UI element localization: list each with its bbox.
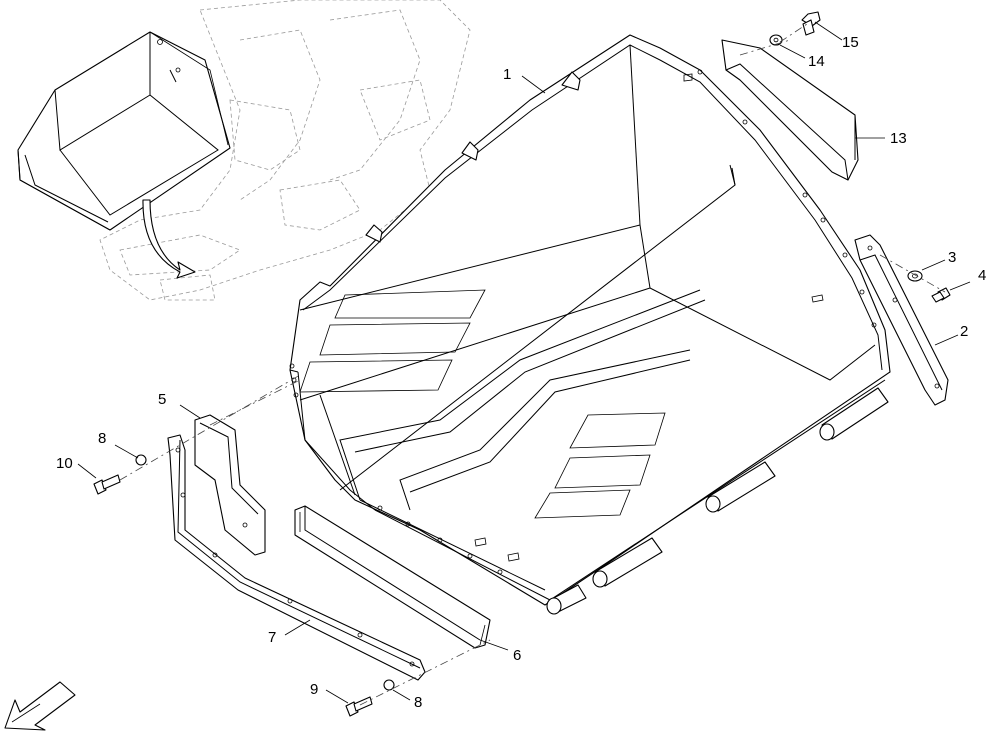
- rubber-flap-part-6: [294, 505, 491, 649]
- side-strip-part-2: [854, 234, 949, 406]
- callout-14: 14: [808, 53, 825, 70]
- bolt-part-4: [931, 287, 951, 303]
- bolt-part-15: [801, 11, 821, 36]
- inset-hopper: [17, 31, 231, 231]
- callout-7: 7: [268, 629, 276, 646]
- callout-8-lower: 8: [414, 694, 422, 711]
- inset-machine-frame-ghost: [99, 0, 471, 301]
- callout-6: 6: [513, 647, 521, 664]
- strip-part-7: [167, 434, 426, 681]
- callout-8-upper: 8: [98, 430, 106, 447]
- callout-1: 1: [503, 66, 511, 83]
- callout-15: 15: [842, 34, 859, 51]
- curved-direction-arrow: [142, 199, 196, 279]
- direction-arrow-icon: [4, 681, 76, 731]
- side-cover-part-13: [721, 39, 859, 181]
- callout-labels: 1 2 3 4 5 6 7 8 8 9 10 13 14 15: [56, 34, 986, 711]
- roller-tubes: [546, 387, 889, 615]
- callout-10: 10: [56, 455, 73, 472]
- plate-part-5: [194, 414, 266, 556]
- bolt-part-9: [345, 696, 373, 717]
- callout-2: 2: [960, 323, 968, 340]
- washer-part-14: [769, 34, 783, 46]
- callout-9: 9: [310, 681, 318, 698]
- leader-lines: [77, 21, 971, 704]
- washer-part-8-lower: [383, 679, 395, 691]
- callout-4: 4: [978, 267, 986, 284]
- washer-part-3: [907, 270, 923, 282]
- main-hopper-part-1: [289, 34, 891, 606]
- callout-3: 3: [948, 249, 956, 266]
- bolt-part-10: [93, 474, 121, 495]
- callout-5: 5: [158, 391, 166, 408]
- washer-part-8-upper: [135, 454, 147, 466]
- callout-13: 13: [890, 130, 907, 147]
- assembly-axis-lines: [119, 21, 946, 706]
